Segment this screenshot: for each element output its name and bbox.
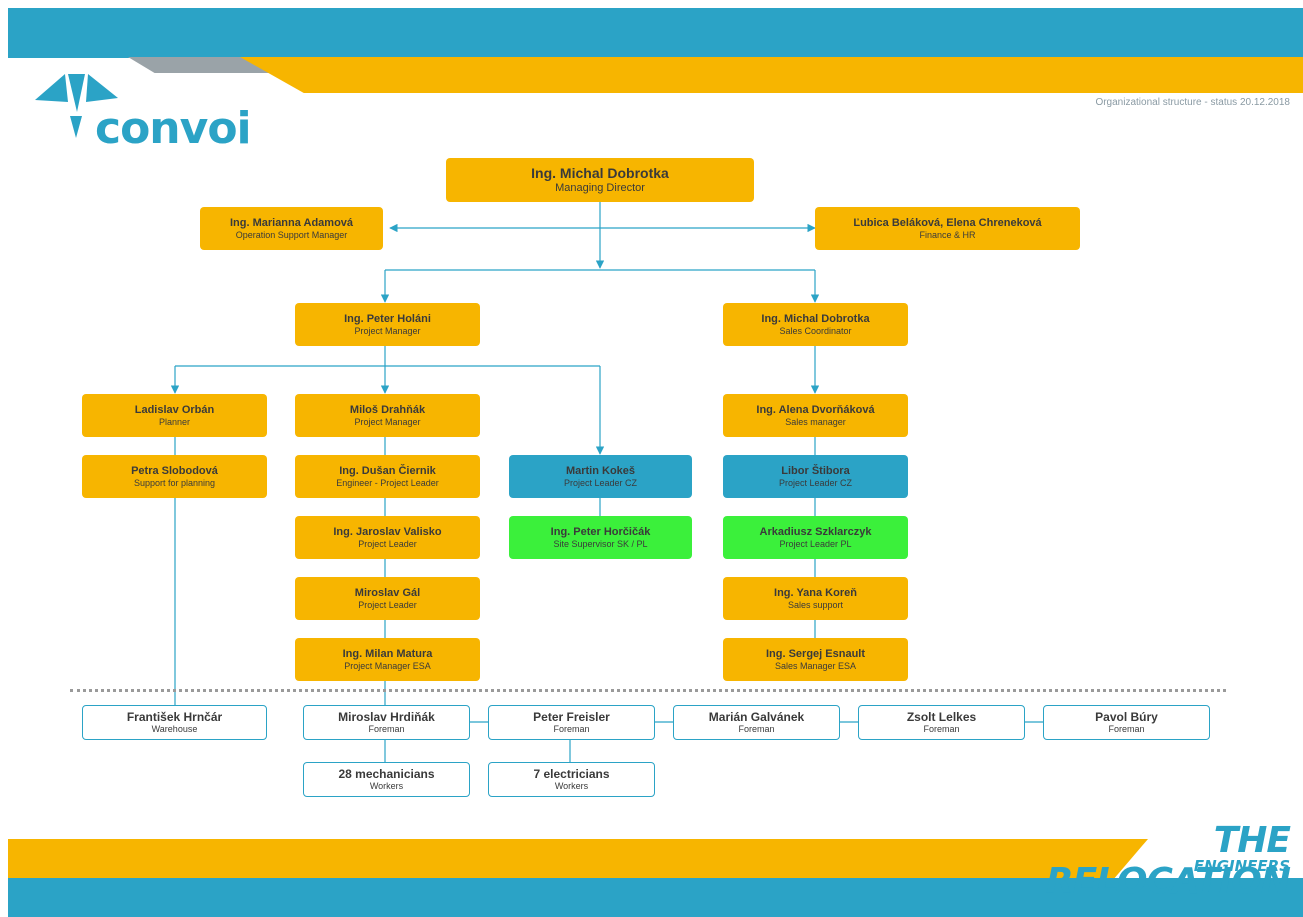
node-name: Ing. Sergej Esnault xyxy=(765,647,866,660)
node-role: Operation Support Manager xyxy=(235,229,348,240)
org-node-sales-coordinator: Ing. Michal Dobrotka Sales Coordinator xyxy=(723,303,908,346)
node-name: Ing. Alena Dvorňáková xyxy=(756,403,875,416)
node-name: 28 mechanicians xyxy=(338,766,435,781)
node-name: Pavol Búry xyxy=(1095,709,1158,724)
org-node-foreman: Pavol Búry Foreman xyxy=(1043,705,1210,740)
header-yellow-stripe xyxy=(240,57,1303,93)
node-role: Foreman xyxy=(1108,724,1145,735)
node-role: Project Leader xyxy=(358,599,417,610)
node-name: Ľubica Beláková, Elena Chreneková xyxy=(853,216,1042,229)
node-name: Miloš Drahňák xyxy=(349,403,426,416)
node-role: Project Manager xyxy=(354,325,421,336)
node-name: Ladislav Orbán xyxy=(134,403,215,416)
node-name: Arkadiusz Szklarczyk xyxy=(759,525,872,538)
node-name: Ing. Peter Horčičák xyxy=(550,525,651,538)
org-node-planning-support: Petra Slobodová Support for planning xyxy=(82,455,267,498)
org-node-site-supervisor: Ing. Peter Horčičák Site Supervisor SK /… xyxy=(509,516,692,559)
node-name: Miroslav Gál xyxy=(354,586,421,599)
node-role: Foreman xyxy=(738,724,775,735)
convoi-logo-icon xyxy=(35,74,118,138)
node-role: Planner xyxy=(158,416,191,427)
org-node-ops-support: Ing. Marianna Adamová Operation Support … xyxy=(200,207,383,250)
org-node-foreman: Peter Freisler Foreman xyxy=(488,705,655,740)
org-node-engineer: Ing. Dušan Čiernik Engineer - Project Le… xyxy=(295,455,480,498)
org-node-foreman: Miroslav Hrdiňák Foreman xyxy=(303,705,470,740)
node-role: Foreman xyxy=(553,724,590,735)
node-name: Martin Kokeš xyxy=(565,464,636,477)
node-role: Project Leader CZ xyxy=(778,477,853,488)
node-name: Ing. Marianna Adamová xyxy=(229,216,354,229)
node-name: Marián Galvánek xyxy=(708,709,805,724)
node-name: Miroslav Hrdiňák xyxy=(338,709,435,724)
node-role: Workers xyxy=(554,781,589,792)
org-node-warehouse: František Hrnčár Warehouse xyxy=(82,705,267,740)
org-node-project-leader-1: Ing. Jaroslav Valisko Project Leader xyxy=(295,516,480,559)
org-node-planner: Ladislav Orbán Planner xyxy=(82,394,267,437)
node-role: Project Manager xyxy=(354,416,421,427)
node-name: Ing. Peter Holáni xyxy=(344,312,431,325)
node-role: Foreman xyxy=(368,724,405,735)
brand-name: convoi xyxy=(95,103,252,154)
node-role: Project Leader xyxy=(358,538,417,549)
org-node-finance: Ľubica Beláková, Elena Chreneková Financ… xyxy=(815,207,1080,250)
node-name: Ing. Michal Dobrotka xyxy=(531,165,669,181)
org-node-foreman: Marián Galvánek Foreman xyxy=(673,705,840,740)
node-role: Managing Director xyxy=(555,181,645,194)
node-name: Libor Štibora xyxy=(781,464,850,477)
footer-band xyxy=(8,878,1303,917)
node-role: Sales Manager ESA xyxy=(774,660,857,671)
org-node-pm2: Miloš Drahňák Project Manager xyxy=(295,394,480,437)
org-node-foreman: Zsolt Lelkes Foreman xyxy=(858,705,1025,740)
node-name: Zsolt Lelkes xyxy=(906,709,977,724)
node-name: Ing. Dušan Čiernik xyxy=(339,464,436,477)
node-name: Petra Slobodová xyxy=(131,464,218,477)
node-role: Project Leader CZ xyxy=(563,477,638,488)
node-role: Workers xyxy=(369,781,404,792)
node-role: Support for planning xyxy=(133,477,216,488)
separator-line xyxy=(70,689,1226,692)
org-node-pm-esa: Ing. Milan Matura Project Manager ESA xyxy=(295,638,480,681)
org-node-director: Ing. Michal Dobrotka Managing Director xyxy=(446,158,754,202)
org-node-project-leader-cz-1: Martin Kokeš Project Leader CZ xyxy=(509,455,692,498)
node-name: František Hrnčár xyxy=(126,709,223,724)
org-node-project-manager: Ing. Peter Holáni Project Manager xyxy=(295,303,480,346)
org-node-sales-manager: Ing. Alena Dvorňáková Sales manager xyxy=(723,394,908,437)
node-name: 7 electricians xyxy=(533,766,610,781)
node-role: Sales manager xyxy=(785,416,846,427)
node-role: Site Supervisor SK / PL xyxy=(553,538,648,549)
org-node-sales-support: Ing. Yana Koreň Sales support xyxy=(723,577,908,620)
node-role: Sales Coordinator xyxy=(779,325,852,336)
node-role: Project Manager ESA xyxy=(344,660,431,671)
status-text: Organizational structure - status 20.12.… xyxy=(1095,97,1290,108)
header-band xyxy=(8,8,1303,58)
org-node-project-leader-cz-2: Libor Štibora Project Leader CZ xyxy=(723,455,908,498)
org-node-workers: 7 electricians Workers xyxy=(488,762,655,797)
node-role: Engineer - Project Leader xyxy=(336,477,439,488)
node-role: Foreman xyxy=(923,724,960,735)
org-node-project-leader-2: Miroslav Gál Project Leader xyxy=(295,577,480,620)
node-role: Warehouse xyxy=(151,724,198,735)
node-name: Ing. Yana Koreň xyxy=(774,586,857,599)
org-node-workers: 28 mechanicians Workers xyxy=(303,762,470,797)
node-name: Peter Freisler xyxy=(533,709,610,724)
node-name: Ing. Jaroslav Valisko xyxy=(333,525,442,538)
tagline-main: THE RELOCATION xyxy=(1045,820,1291,902)
tagline-sub: ENGINEERS xyxy=(1193,857,1290,875)
node-name: Ing. Michal Dobrotka xyxy=(761,312,870,325)
node-role: Sales support xyxy=(787,599,844,610)
org-node-project-leader-pl: Arkadiusz Szklarczyk Project Leader PL xyxy=(723,516,908,559)
node-role: Finance & HR xyxy=(919,229,976,240)
node-role: Project Leader PL xyxy=(779,538,852,549)
node-name: Ing. Milan Matura xyxy=(342,647,433,660)
footer-yellow-band xyxy=(8,839,1148,879)
org-node-sales-esa: Ing. Sergej Esnault Sales Manager ESA xyxy=(723,638,908,681)
